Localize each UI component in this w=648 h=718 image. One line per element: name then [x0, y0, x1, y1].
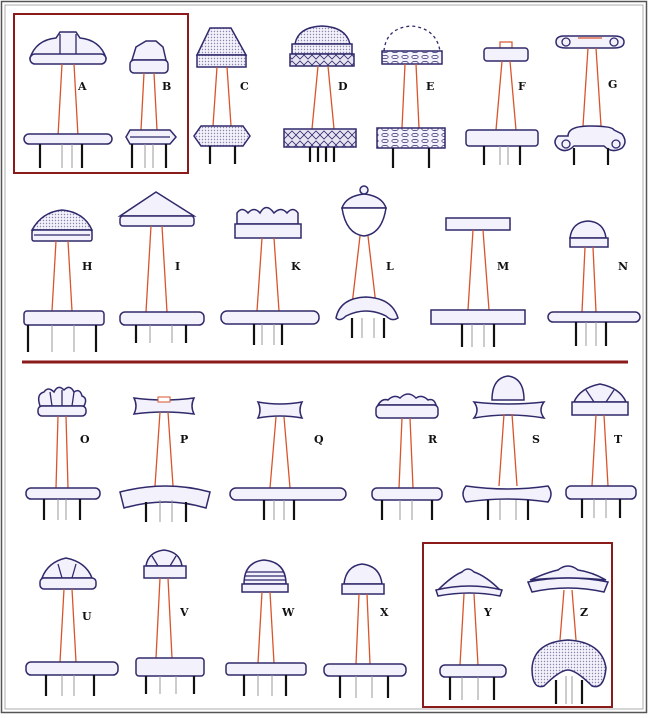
- label-n: N: [618, 260, 628, 273]
- hilt-type-m: M: [431, 218, 525, 347]
- hilt-type-g: G: [555, 36, 625, 165]
- hilt-type-r: R: [372, 394, 442, 520]
- hilt-type-w: W: [226, 560, 306, 696]
- hilt-type-v: V: [136, 550, 204, 694]
- hilt-type-z: Z: [528, 566, 608, 704]
- label-k: K: [291, 260, 301, 273]
- hilt-type-t: T: [566, 384, 636, 518]
- label-c: C: [240, 80, 249, 93]
- label-d: D: [338, 80, 348, 93]
- label-b: B: [162, 80, 171, 93]
- hilt-type-o: O: [26, 387, 100, 520]
- hilt-type-c: C: [194, 28, 250, 164]
- label-i: I: [175, 260, 180, 273]
- label-x: X: [380, 606, 389, 619]
- label-w: W: [281, 606, 295, 619]
- label-m: M: [497, 260, 509, 273]
- label-p: P: [180, 433, 188, 446]
- label-r: R: [428, 433, 438, 446]
- hilt-type-n: N: [548, 221, 640, 346]
- hilt-type-x: X: [324, 564, 406, 698]
- hilt-type-f: F: [466, 42, 538, 165]
- hilt-type-k: K: [221, 208, 319, 346]
- hilt-type-h: H: [24, 210, 104, 352]
- hilt-type-e: E: [377, 26, 445, 168]
- hilt-type-b: B: [126, 41, 176, 168]
- hilt-type-q: Q: [230, 402, 346, 520]
- hilt-type-d: D: [284, 26, 356, 162]
- label-o: O: [80, 433, 90, 446]
- label-q: Q: [314, 433, 324, 446]
- highlight-box-y-z: [423, 543, 612, 707]
- label-z: Z: [580, 606, 588, 619]
- label-e: E: [426, 80, 434, 93]
- label-u: U: [82, 610, 92, 623]
- hilt-type-l: L: [336, 186, 398, 338]
- hilt-type-u: U: [26, 558, 118, 696]
- hilt-type-a: A: [24, 32, 112, 168]
- label-t: T: [614, 433, 623, 446]
- label-l: L: [386, 260, 394, 273]
- label-h: H: [82, 260, 92, 273]
- label-y: Y: [483, 606, 492, 619]
- label-a: A: [77, 80, 87, 93]
- hilt-type-s: S: [463, 376, 551, 520]
- label-g: G: [608, 78, 617, 91]
- label-v: V: [179, 606, 189, 619]
- label-s: S: [532, 433, 540, 446]
- inner-frame: [5, 5, 643, 709]
- hilt-type-y: Y: [436, 569, 506, 700]
- hilt-type-i: I: [120, 192, 204, 343]
- hilt-type-p: P: [120, 397, 210, 522]
- label-f: F: [518, 80, 526, 93]
